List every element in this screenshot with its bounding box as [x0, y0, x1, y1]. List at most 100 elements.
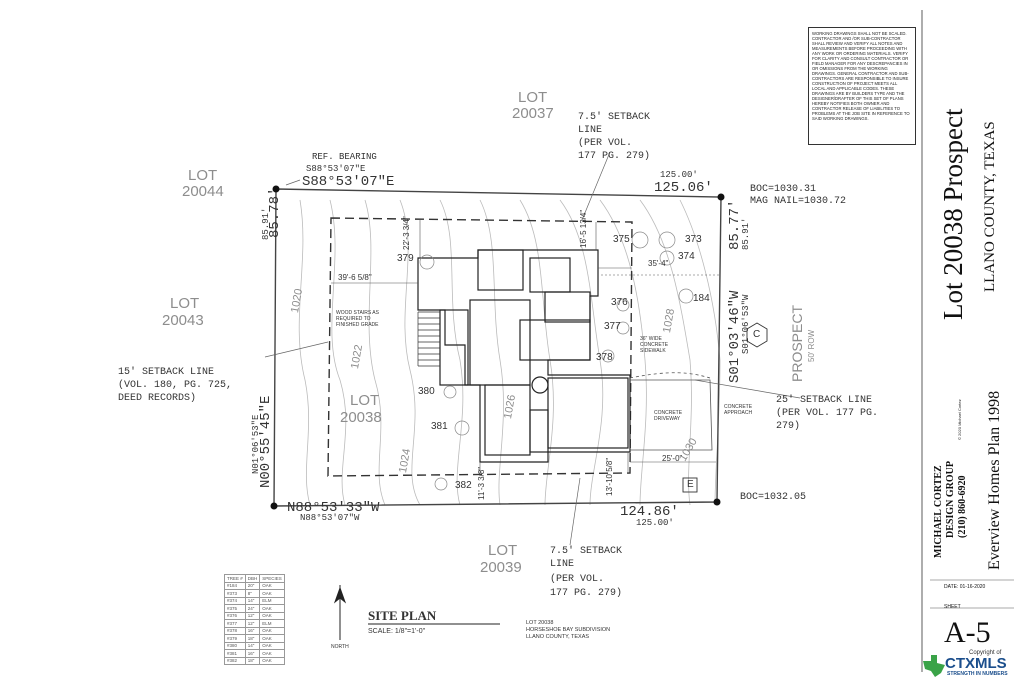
driveway: [629, 372, 713, 451]
south-setback-l1: 7.5' SETBACK: [550, 546, 623, 557]
north-line-bearing: S88°53'07"E: [302, 174, 395, 190]
table-cell: #382: [224, 656, 246, 665]
lot-note-3: LLANO COUNTY, TEXAS: [526, 634, 590, 640]
table-cell: #380: [224, 641, 246, 650]
sheet-label: SHEET: [944, 604, 961, 610]
north-dist-record: 125.00': [660, 170, 698, 180]
marker-c: C: [753, 329, 761, 340]
copyright-note: © 2020 Michael Cortez: [957, 399, 962, 440]
east-setback-l1: 25' SETBACK LINE: [776, 395, 873, 406]
tree-tag-376: 376: [611, 297, 628, 308]
lot-west-lower-label: LOT: [170, 295, 200, 312]
table-cell: #375: [224, 604, 246, 613]
table-cell: OAK: [259, 649, 285, 658]
tree-table-header-cell: TREE #: [224, 574, 246, 583]
west-setback-l3: DEED RECORDS): [118, 393, 197, 404]
dimension-lines: [331, 220, 720, 476]
table-cell: ELM: [259, 596, 285, 605]
table-cell: 20": [244, 581, 261, 590]
lot-note-1: LOT 20038: [526, 620, 554, 626]
north-label: NORTH: [331, 644, 349, 650]
east-line-record: S01°06'53"W: [741, 294, 751, 354]
disclaimer-box: WORKING DRAWINGS SHALL NOT BE SCALED. CO…: [808, 27, 916, 145]
lot-south-label: LOT: [488, 542, 518, 559]
north-setback-l1: 7.5' SETBACK: [578, 112, 651, 123]
street-row: 50' ROW: [807, 329, 816, 362]
lot-west-upper-number: 20044: [182, 183, 224, 200]
site-plan-title: SITE PLAN: [368, 608, 437, 623]
table-cell: 12": [244, 611, 261, 620]
county-label: LLANO COUNTY, TEXAS: [982, 121, 998, 292]
east-setback-l2: (PER VOL. 177 PG.: [776, 408, 879, 419]
table-cell: #374: [224, 596, 246, 605]
date-label: DATE: 01-16-2020: [944, 584, 986, 590]
lot-west-lower-number: 20043: [162, 312, 204, 329]
table-cell: 8": [244, 589, 261, 598]
west-setback-l1: 15' SETBACK LINE: [118, 367, 215, 378]
east-setback-l3: 279): [776, 421, 801, 432]
table-cell: 16": [244, 626, 261, 635]
table-cell: 18": [244, 634, 261, 643]
ne-mag-nail: MAG NAIL=1030.72: [750, 196, 847, 207]
tree-tag-379: 379: [397, 253, 414, 264]
table-cell: #184: [224, 581, 246, 590]
contour-lines: [298, 199, 721, 506]
tree-tag-373: 373: [685, 234, 702, 245]
tree-tag-381: 381: [431, 421, 448, 432]
tree-symbols: [419, 231, 694, 491]
setback-envelope: [327, 217, 633, 477]
ref-bearing-value: S88°53'07"E: [306, 164, 366, 174]
tree-tag-377: 377: [604, 321, 621, 332]
south-line-record: N88°53'07"W: [300, 513, 360, 523]
lot-subject-label: LOT: [350, 392, 380, 409]
table-cell: 18": [244, 656, 261, 665]
watermark-brand: CTXMLS: [945, 655, 1007, 672]
table-cell: 12": [244, 619, 261, 628]
designer-name-1: MICHAEL CORTEZ: [933, 465, 944, 558]
north-arrow-icon: [333, 585, 347, 640]
tree-tag-380: 380: [418, 386, 435, 397]
note-sidewalk: 36" WIDE CONCRETE SIDEWALK: [640, 336, 669, 354]
table-cell: #379: [224, 634, 246, 643]
tree-table-header-cell: SPECIES: [259, 574, 285, 583]
dim-d3: 16'-5 13/4": [579, 209, 588, 248]
dim-d6: 11'-3 3/8": [477, 466, 486, 500]
south-setback-l3: (PER VOL.: [550, 574, 605, 585]
house-footprint: [417, 249, 631, 463]
west-line-bearing: N00°55'45"E: [258, 395, 274, 488]
lot-north-number: 20037: [512, 105, 554, 122]
table-cell: 24": [244, 604, 261, 613]
tree-tag-378: 378: [596, 352, 613, 363]
texas-logo-icon: [923, 655, 945, 677]
east-dist: 85.77': [727, 199, 743, 250]
south-dist: 124.86': [620, 504, 679, 520]
table-cell: #378: [224, 626, 246, 635]
east-dist-record: 85.91': [741, 217, 751, 250]
east-line-bearing: S01°03'46"W: [727, 290, 743, 383]
south-dist-record: 125.00': [636, 518, 674, 528]
ne-boc: BOC=1030.31: [750, 184, 817, 195]
tree-tag-375: 375: [613, 234, 630, 245]
dim-d4: 35'-4": [648, 259, 669, 268]
table-cell: OAK: [259, 589, 285, 598]
ctxmls-watermark: Copyright of CTXMLS STRENGTH IN NUMBERS: [921, 650, 1021, 680]
lot-west-upper-label: LOT: [188, 167, 218, 184]
south-line-bearing: N88°53'33"W: [287, 500, 380, 516]
north-setback-l4: 177 PG. 279): [578, 151, 651, 162]
north-dist: 125.06': [654, 180, 713, 196]
table-cell: #377: [224, 619, 246, 628]
watermark-copyright: Copyright of: [969, 650, 1002, 656]
site-plan-scale: SCALE: 1/8"=1'-0": [368, 628, 426, 635]
table-cell: #381: [224, 649, 246, 658]
table-cell: #376: [224, 611, 246, 620]
